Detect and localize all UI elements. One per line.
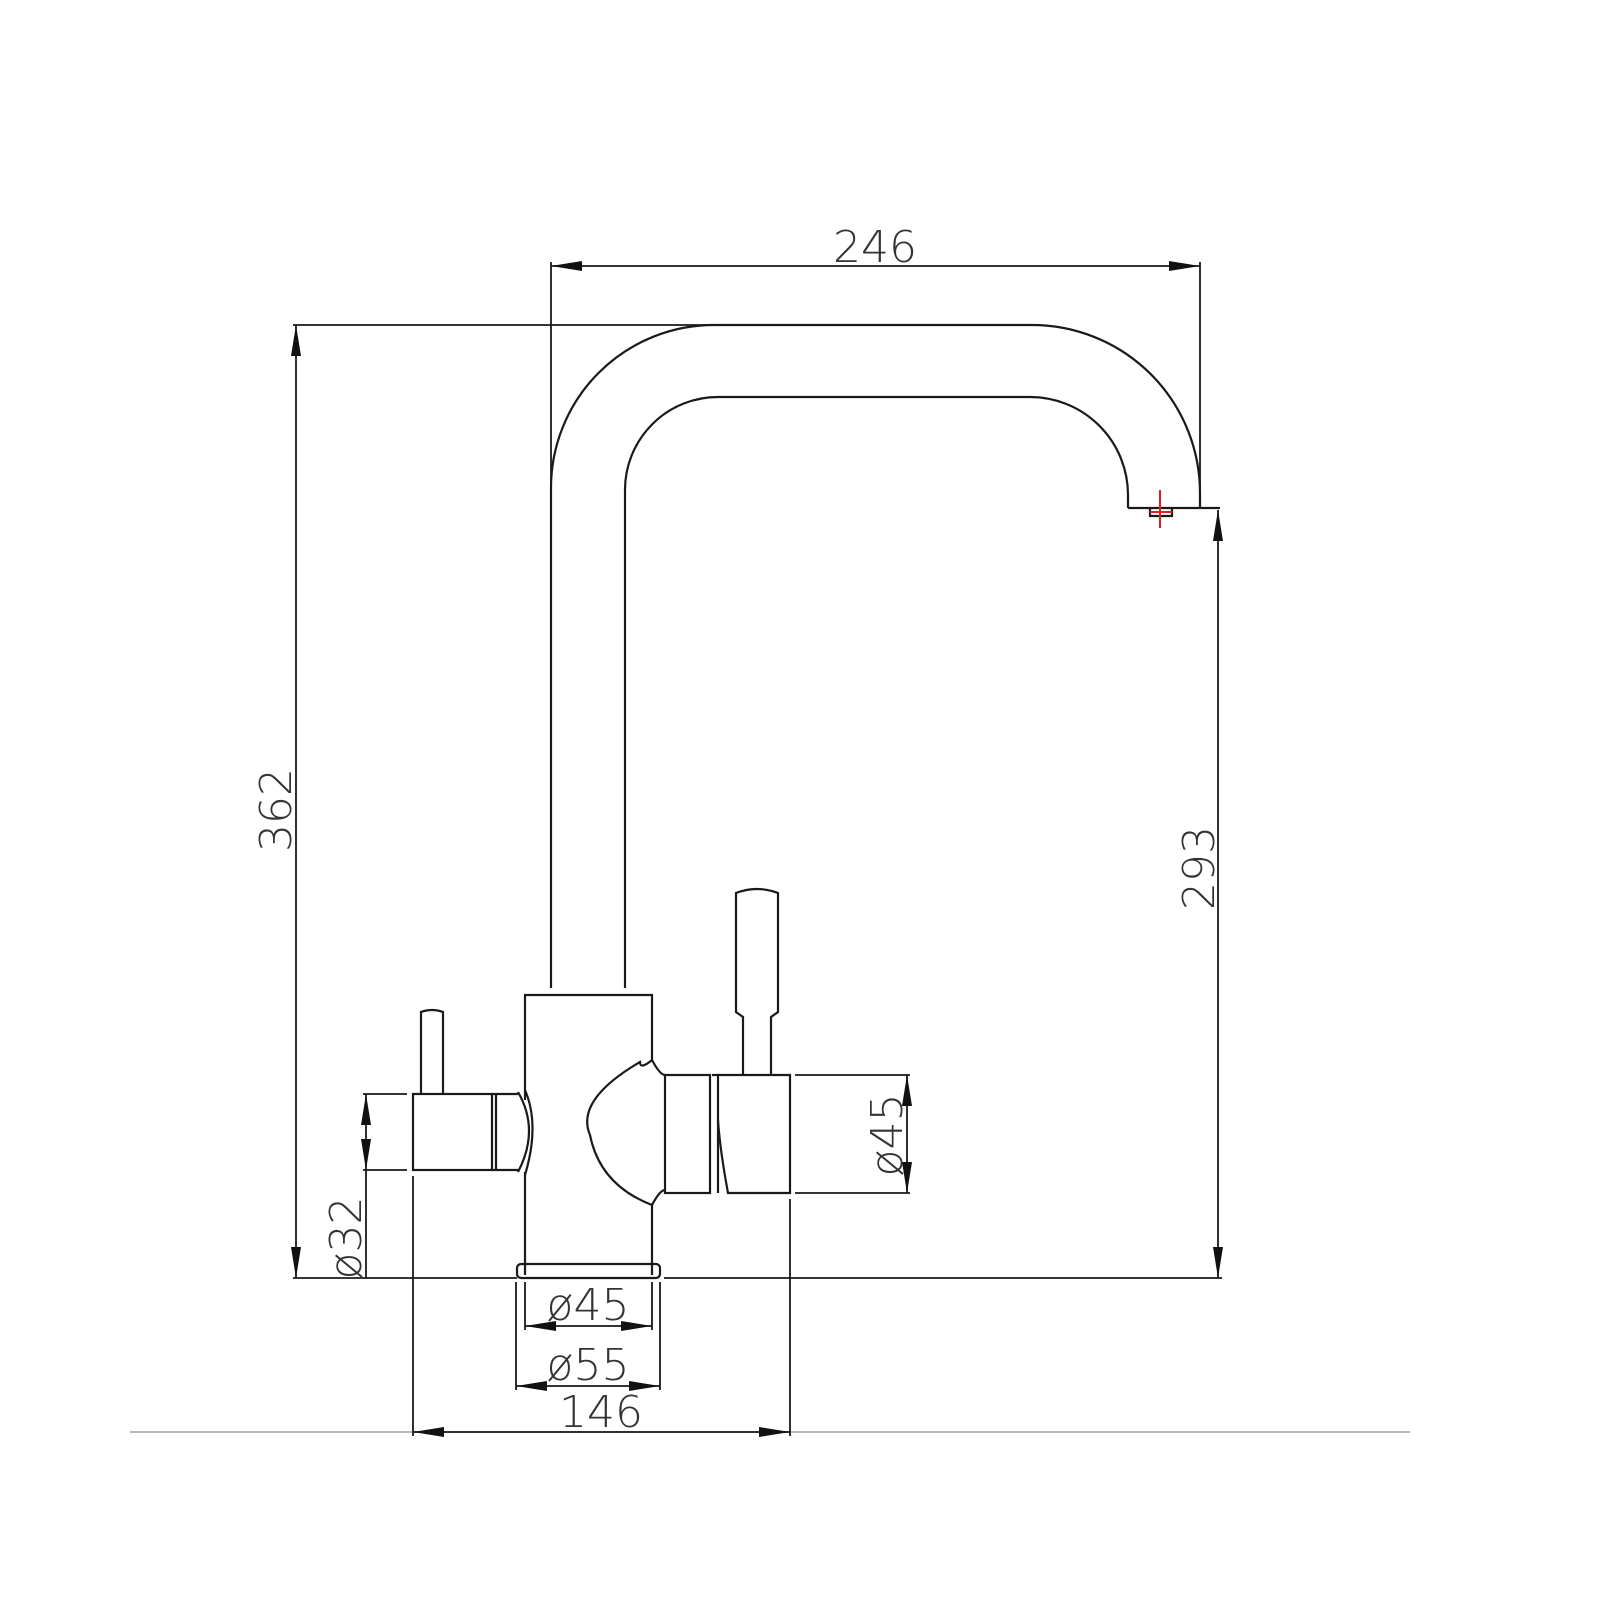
left-handle [411,1008,518,1172]
dim-label-phi45-body: ø45 [862,1094,913,1177]
outlet-center-marker [1150,490,1172,528]
dim-label-293: 293 [1174,826,1225,910]
dim-overall-width: 146 [412,1176,791,1438]
dim-base-diameter: ø45 [524,1280,653,1331]
dim-label-246: 246 [833,222,917,273]
dim-label-phi55: ø55 [547,1340,630,1391]
dim-front-body-diameter: ø45 [795,1074,913,1194]
tap-body [515,993,666,1280]
dim-label-phi45-base: ø45 [547,1280,630,1331]
dim-label-146: 146 [559,1387,643,1438]
dim-label-362: 362 [251,768,302,852]
dim-spout-reach: 246 [550,222,1201,505]
spout [549,323,1220,988]
base-flange [515,1262,662,1280]
dim-side-handle-diameter: ø32 [321,1093,407,1280]
dim-flange-diameter: ø55 [515,1282,661,1391]
dim-label-phi32: ø32 [321,1197,372,1280]
dim-overall-height: 362 [251,324,714,1278]
dim-outlet-height: 293 [1174,510,1225,1278]
right-handle [663,887,792,1195]
